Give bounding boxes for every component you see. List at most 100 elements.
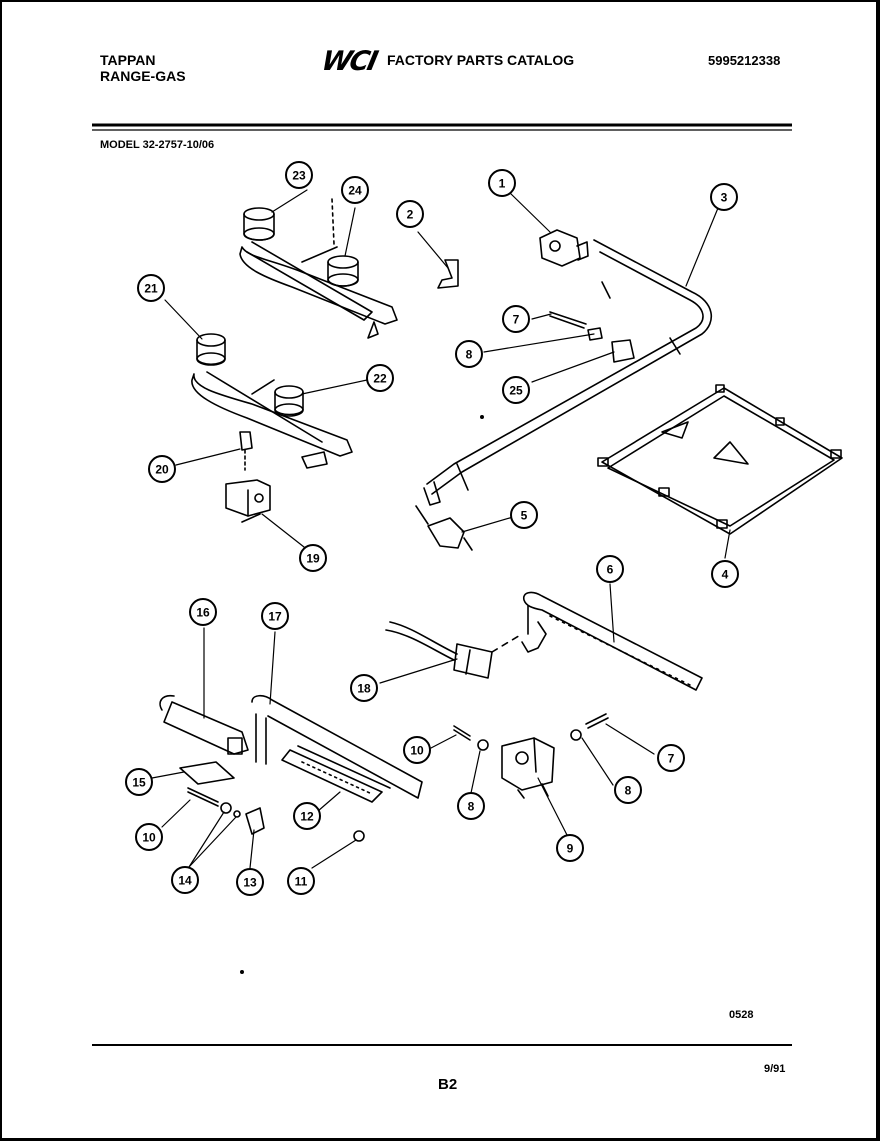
callout-circle [299, 544, 327, 572]
callout-19: 19 [299, 544, 327, 572]
callout-7: 7 [502, 305, 530, 333]
pilot-bracket-icon [225, 479, 271, 523]
callout-6: 6 [596, 555, 624, 583]
callout-5: 5 [510, 501, 538, 529]
callout-12: 12 [293, 802, 321, 830]
callout-number: 2 [407, 208, 414, 222]
callout-circle [396, 200, 424, 228]
callout-circle [614, 776, 642, 804]
brand-name: TAPPAN [100, 52, 156, 68]
callout-number: 5 [521, 509, 528, 523]
callout-number: 20 [155, 463, 169, 477]
callout-number: 1 [499, 177, 506, 191]
callout-circle [711, 560, 739, 588]
callout-number: 4 [722, 568, 729, 582]
callout-number: 15 [132, 776, 146, 790]
callout-circle [135, 823, 163, 851]
callout-circle [502, 305, 530, 333]
product-type: RANGE-GAS [100, 68, 186, 84]
catalog-title: FACTORY PARTS CATALOG [387, 52, 575, 68]
callout-9: 9 [556, 834, 584, 862]
callout-number: 6 [607, 563, 614, 577]
callout-number: 23 [292, 169, 306, 183]
callout-number: 18 [357, 682, 371, 696]
callout-circle [510, 501, 538, 529]
callout-circle [287, 867, 315, 895]
broil-burner-icon [521, 591, 703, 691]
callout-10: 10 [403, 736, 431, 764]
callout-13: 13 [236, 868, 264, 896]
callout-circle [285, 161, 313, 189]
callout-23: 23 [285, 161, 313, 189]
callout-4: 4 [711, 560, 739, 588]
burner-box-icon [597, 384, 843, 535]
callout-number: 8 [466, 348, 473, 362]
illustration-code: 0528 [729, 1009, 754, 1021]
callout-21: 21 [137, 274, 165, 302]
callout-number: 11 [295, 875, 308, 889]
callout-25: 25 [502, 376, 530, 404]
callout-circle [502, 376, 530, 404]
callout-circle [236, 868, 264, 896]
callout-number: 3 [721, 191, 728, 205]
callout-8: 8 [457, 792, 485, 820]
callout-number: 8 [625, 784, 632, 798]
spark-ignitor-icon [415, 505, 473, 551]
callout-17: 17 [261, 602, 289, 630]
callout-circle [710, 183, 738, 211]
callout-circle [171, 866, 199, 894]
callout-number: 7 [668, 752, 675, 766]
callout-number: 16 [196, 606, 210, 620]
callout-7: 7 [657, 744, 685, 772]
callout-number: 21 [144, 282, 158, 296]
callout-number: 25 [509, 384, 523, 398]
callout-circle [455, 340, 483, 368]
callout-circle [350, 674, 378, 702]
callout-number: 24 [348, 184, 362, 198]
callout-1: 1 [488, 169, 516, 197]
callout-8: 8 [455, 340, 483, 368]
front-burner-assembly-icon [191, 333, 353, 469]
orifice-parts-icon [549, 311, 635, 363]
catalog-part-number: 5995212338 [708, 53, 781, 68]
brand-block: TAPPAN RANGE-GAS [100, 52, 186, 84]
callout-circle [596, 555, 624, 583]
callout-number: 8 [468, 800, 475, 814]
catalog-date: 9/91 [764, 1063, 786, 1075]
valve-icon [539, 229, 589, 267]
callout-2: 2 [396, 200, 424, 228]
callout-circle [125, 768, 153, 796]
callout-number: 12 [300, 810, 314, 824]
model-label: MODEL 32-2757-10/06 [100, 139, 215, 151]
oven-burner-icon [159, 694, 423, 803]
callout-14: 14 [171, 866, 199, 894]
callout-number: 10 [410, 744, 424, 758]
bracket-icon [437, 259, 459, 289]
callout-24: 24 [341, 176, 369, 204]
rear-burner-assembly-icon [239, 198, 398, 339]
callout-10: 10 [135, 823, 163, 851]
callout-circle [488, 169, 516, 197]
callout-circle [457, 792, 485, 820]
callout-circle [148, 455, 176, 483]
callout-number: 19 [306, 552, 320, 566]
igniter-icon [385, 621, 523, 679]
callout-circle [137, 274, 165, 302]
callout-22: 22 [366, 364, 394, 392]
leader-lines [151, 189, 731, 869]
callout-circle [341, 176, 369, 204]
oven-valve-icon [501, 737, 555, 799]
page-number: B2 [438, 1076, 458, 1093]
callout-15: 15 [125, 768, 153, 796]
callout-18: 18 [350, 674, 378, 702]
callout-number: 14 [178, 874, 192, 888]
callout-20: 20 [148, 455, 176, 483]
callout-number: 9 [567, 842, 574, 856]
callout-16: 16 [189, 598, 217, 626]
callout-number: 13 [243, 876, 257, 890]
callout-8: 8 [614, 776, 642, 804]
callout-circle [261, 602, 289, 630]
